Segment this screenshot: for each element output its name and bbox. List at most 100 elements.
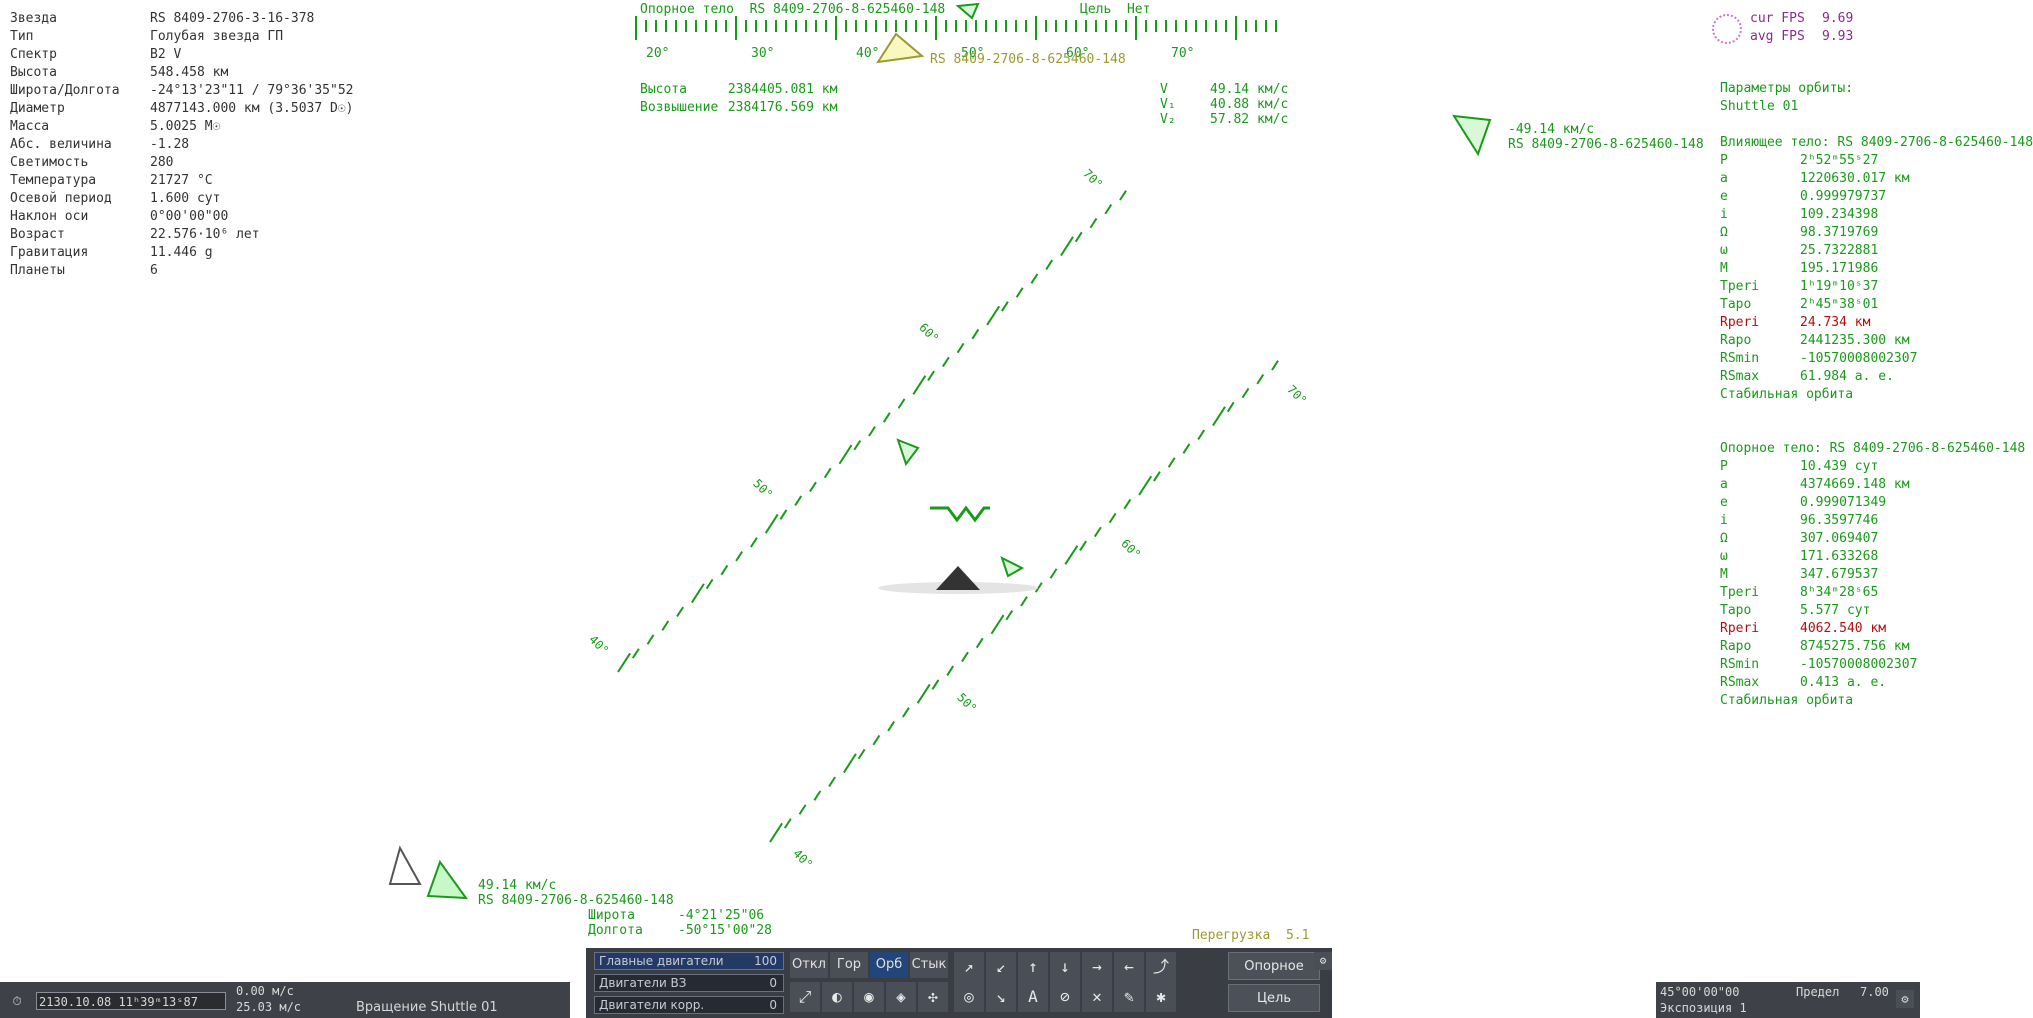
star-info-value: 22.576·10⁶ лет [150,227,260,242]
time-settings-icon[interactable]: ⏱ [12,994,22,1008]
autopilot-icon[interactable]: ◎ [954,982,984,1012]
orbit-param-key: i [1720,513,1728,528]
pitch-tick [838,444,853,465]
speed-readout-1: 0.00 м/с [236,984,294,998]
mode-dock-button[interactable]: Стык [910,952,948,978]
camera-settings-icon[interactable]: ⚙ [1896,990,1914,1008]
fullscreen-icon[interactable]: ⤢ [790,982,820,1012]
fov-angle: 45°00'00"00 [1660,985,1740,999]
pitch-tick [1015,287,1024,298]
ref-body-header: Опорное тело RS 8409-2706-8-625460-148 [640,2,945,17]
cur-fps-label: cur FPS [1750,11,1805,26]
limit-value: 7.00 [1860,985,1889,999]
pitch-tick [769,822,783,843]
pitch-tick [1079,540,1087,552]
retrograde-icon[interactable]: ↙ [986,952,1016,982]
pitch-tick [1089,217,1098,229]
pitch-ladder-right [769,360,1279,843]
target-button[interactable]: Цель [1228,984,1320,1012]
pitch-tick [902,707,910,718]
orbit-param-key: a [1720,171,1728,186]
orbit-param-value: 25.7322881 [1800,243,1879,258]
cross-icon[interactable]: ✕ [1082,982,1112,1012]
pitch-tick [813,790,822,801]
bottom-right-bar: 45°00'00"00 Предел 7.00 Экспозиция 1 ⚙ [1656,982,1920,1018]
orbit-param-key: e [1720,189,1728,204]
rcs-engines-slider[interactable]: Двигатели корр. 0 [594,996,784,1014]
pitch-tick [823,467,832,479]
retrograde-marker [1000,556,1025,578]
mode-orbit-button[interactable]: Орб [870,952,908,978]
star-info-key: Планеты [10,263,65,278]
star-info-value: 1.600 сут [150,191,221,206]
pitch-tick [1093,526,1102,538]
vtol-engines-value: 0 [769,976,777,990]
align-icon[interactable]: ✣ [918,982,948,1012]
vtol-engines-slider[interactable]: Двигатели ВЗ 0 [594,974,784,992]
ref-body-button[interactable]: Опорное [1228,952,1320,980]
radial-out-icon[interactable]: ← [1114,952,1144,982]
ref-body-name: RS 8409-2706-8-625460-148 [749,2,946,17]
normal-icon[interactable]: ↑ [1018,952,1048,982]
orbit-params-panel: Параметры орбиты: Shuttle 01 Влияющее те… [1720,80,2033,404]
camera-icon[interactable]: ◉ [854,982,884,1012]
star-info-value: B2 V [150,47,182,62]
mode-off-button[interactable]: Откл [790,952,828,978]
v-label: V [1160,82,1168,97]
exposure-label: Экспозиция 1 [1660,1001,1747,1015]
hud-graphics [388,2,1492,900]
star-info-row: Абс. величина-1.28 [10,136,354,154]
main-engines-slider[interactable]: Главные двигатели 100 [594,952,784,970]
star-info-row: Широта/Долгота-24°13'23"11 / 79°36'35"52 [10,82,354,100]
pitch-tick [946,665,955,676]
altitude-value: 2384405.081 км [727,82,838,97]
pitch-tick [783,818,792,829]
no-entry-icon[interactable]: ⊘ [1050,982,1080,1012]
pitch-tick [631,648,640,659]
orbit-view-icon[interactable]: ◐ [822,982,852,1012]
pitch-tick [1153,471,1161,482]
star-info-key: Наклон оси [10,209,89,224]
star-info-key: Широта/Долгота [10,83,120,98]
speed-readout-2: 25.03 м/с [236,1000,302,1014]
star-info-value: 4877143.000 км (3.5037 D☉) [150,101,354,116]
pitch-tick [828,776,836,788]
orbit-param-key: Rperi [1720,621,1760,636]
heading-tick-label: 50° [961,46,985,61]
star-info-value: -1.28 [150,137,190,152]
radial-in-icon[interactable]: → [1082,952,1112,982]
mode-horizon-button[interactable]: Гор [830,952,868,978]
tools-icon[interactable]: ✎ [1114,982,1144,1012]
orbit-align-icon[interactable]: ⤴ [1146,952,1176,982]
text-label-icon[interactable]: A [1018,982,1048,1012]
pitch-tick [956,342,965,354]
vector-icon[interactable]: ↘ [986,982,1016,1012]
orbit-param-value: 2441235.300 км [1800,333,1910,348]
mirror-icon[interactable]: ◈ [886,982,916,1012]
time-field[interactable]: 2130.10.08 11ʰ39ᵐ13ˢ87 [36,992,226,1010]
settings-tools-icon[interactable]: ✱ [1146,982,1176,1012]
prograde-icon[interactable]: ↗ [954,952,984,982]
pitch-tick [1064,545,1079,565]
pitch-tick [809,481,817,493]
pitch-tick [705,578,714,590]
orbit-param-key: Rperi [1720,315,1760,330]
limit-label: Предел [1796,985,1840,999]
panel-gear-icon[interactable]: ⚙ [1314,952,1332,970]
pitch-tick [1182,443,1191,454]
pitch-tick [779,509,788,520]
star-info-key: Температура [10,173,97,188]
orbit-param-value: -10570008002307 [1800,657,1918,672]
antinormal-icon[interactable]: ↓ [1050,952,1080,982]
heading-tick-label: 60° [1066,46,1090,61]
